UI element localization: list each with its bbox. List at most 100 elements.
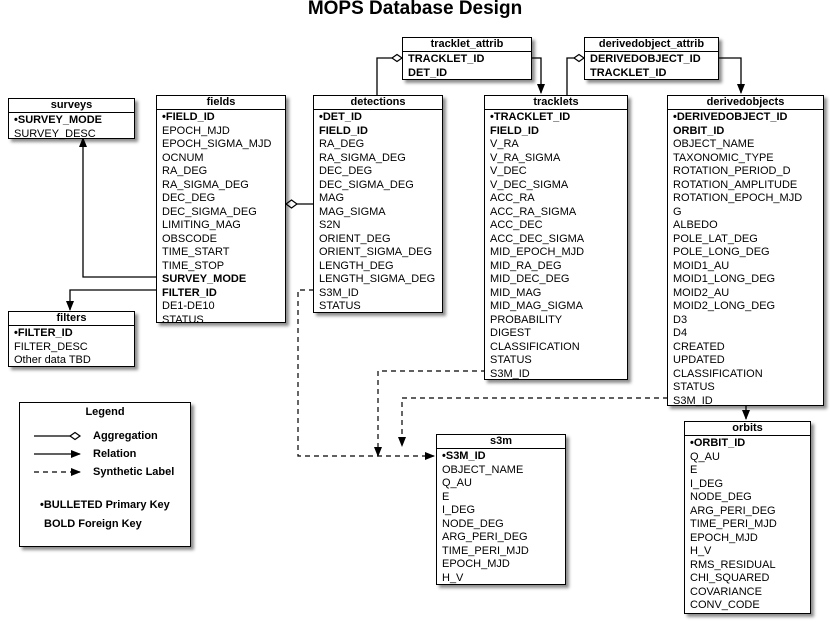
column-row: FIELD_ID [319, 124, 368, 137]
column-row: ACC_DEC [490, 219, 543, 231]
syn-tracklets-s3m [374, 370, 486, 457]
column-row: MID_RA_DEG [490, 259, 562, 272]
column-row: MAG_SIGMA [319, 205, 386, 218]
rel-fields-surveys [79, 137, 158, 278]
table-filters[interactable]: filters •FILTER_ID FILTER_DESC Other dat… [8, 311, 135, 367]
column-row: V_RA [490, 138, 519, 150]
column-row: •DET_ID [319, 111, 362, 123]
column-row: ORIENT_SIGMA_DEG [319, 246, 433, 258]
column-row: STATUS [490, 354, 532, 366]
legend-aggregation-label: Aggregation [93, 430, 158, 442]
column-row: COVARIANCE [690, 585, 762, 598]
column-row: ORIENT_DEG [319, 232, 391, 245]
column-row: CLASSIFICATION [673, 367, 763, 380]
column-row: NODE_DEG [442, 517, 504, 530]
column-row: DEC_SIGMA_DEG [162, 205, 257, 218]
column-row: UPDATED [673, 354, 725, 366]
column-row: LENGTH_DEG [319, 259, 394, 272]
column-row: FILTER_DESC [14, 340, 88, 353]
column-row: DET_ID [408, 66, 448, 79]
column-row: ROTATION_EPOCH_MJD [673, 192, 803, 204]
column-row: Other data TBD [14, 354, 91, 366]
syn-derivedobjects-s3m [398, 397, 668, 447]
column-row: CREATED [673, 340, 725, 353]
column-row: OBSCODE [162, 232, 218, 245]
column-row: DEC_DEG [162, 192, 216, 204]
column-row: OCNUM [162, 151, 204, 164]
column-row: S3M_ID [490, 367, 530, 380]
rel-derivedobject-attrib-derivedobjects [719, 57, 745, 94]
column-row: CHI_SQUARED [690, 572, 770, 584]
column-row: TRACKLET_ID [590, 66, 667, 79]
column-row: ALBEDO [673, 219, 718, 231]
column-row: ACC_DEC_SIGMA [490, 232, 585, 245]
column-row: I_DEG [442, 504, 476, 516]
column-row: POLE_LAT_DEG [673, 232, 758, 245]
syn-detections-s3m [297, 289, 435, 460]
column-row: MID_MAG_SIGMA [490, 300, 583, 312]
column-row: TIME_START [162, 246, 230, 258]
table-header: derivedobjects [668, 96, 823, 110]
column-row: MID_DEC_DEG [490, 273, 570, 285]
legend-foreign-key: BOLD Foreign Key [44, 518, 142, 530]
column-row: EPOCH_SIGMA_MJD [162, 138, 272, 150]
rel-fields-filters [66, 289, 158, 311]
column-row: OBJECT_NAME [442, 463, 524, 476]
column-row: EPOCH_MJD [442, 558, 510, 570]
column-row: MOID2_LONG_DEG [673, 300, 776, 312]
column-row: •FILTER_ID [14, 327, 73, 339]
column-row: RMS_RESIDUAL [690, 558, 776, 571]
column-row: DEC_SIGMA_DEG [319, 178, 414, 191]
column-row: MOID2_AU [673, 286, 730, 299]
column-row: TIME_PERI_MJD [442, 544, 529, 557]
column-row: E [442, 490, 450, 503]
column-row: •FIELD_ID [162, 111, 215, 123]
column-row: •ORBIT_ID [690, 437, 746, 449]
table-rows: •FILTER_ID FILTER_DESC Other data TBD [9, 326, 134, 368]
agg-derivedobject-attrib-tracklets [566, 57, 584, 97]
column-row: MID_EPOCH_MJD [490, 246, 585, 258]
column-row: SURVEY_DESC [14, 127, 96, 140]
table-header: orbits [685, 422, 810, 436]
column-row: CLASSIFICATION [490, 340, 580, 353]
agg-tracklet-attrib-detections [376, 57, 402, 97]
column-row: RA_SIGMA_DEG [162, 178, 249, 191]
column-row: MAG [319, 192, 345, 204]
column-row: H_V [690, 545, 712, 557]
rel-tracklet-attrib-tracklets [532, 57, 545, 94]
column-row: G [673, 205, 682, 218]
column-row: OBJECT_NAME [673, 138, 755, 150]
column-row: V_RA_SIGMA [490, 151, 561, 164]
table-header: filters [9, 312, 134, 326]
column-row: RA_DEG [319, 138, 365, 150]
aggregation-diamond [284, 199, 299, 209]
table-header: s3m [437, 435, 565, 449]
table-rows: •SURVEY_MODE SURVEY_DESC [9, 113, 134, 141]
column-row: DEC_DEG [319, 165, 373, 177]
column-row: STATUS [673, 381, 715, 393]
table-header: detections [314, 96, 442, 110]
column-row: NODE_DEG [690, 491, 752, 503]
column-row: LIMITING_MAG [162, 219, 241, 231]
legend-symbols [34, 431, 82, 476]
column-row: MOID1_AU [673, 259, 730, 272]
table-surveys[interactable]: surveys •SURVEY_MODE SURVEY_DESC [8, 98, 135, 141]
column-row: DIGEST [490, 327, 531, 339]
column-row: TIME_STOP [162, 259, 225, 272]
column-row: RA_SIGMA_DEG [319, 151, 406, 164]
column-row: ACC_RA [490, 192, 535, 204]
